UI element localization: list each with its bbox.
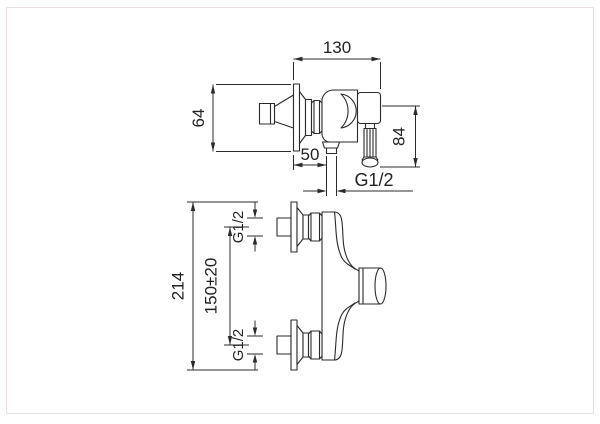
flange-taper-bottom bbox=[296, 324, 304, 366]
dim-outlet-offset: 50 bbox=[293, 145, 327, 170]
dim-handle-drop: 84 bbox=[380, 105, 420, 168]
knob-face bbox=[374, 267, 387, 305]
body-contour-bottom bbox=[333, 302, 356, 361]
cartridge-crescent bbox=[340, 93, 357, 129]
inlet-bottom bbox=[276, 319, 323, 371]
dim-inlet-centres-label: 150±20 bbox=[202, 258, 221, 315]
dim-inlet-thread-top-label: G1/2 bbox=[230, 211, 247, 244]
hex-nut-bottom bbox=[307, 330, 323, 360]
page-frame bbox=[6, 7, 594, 414]
dim-overall-width-label: 130 bbox=[323, 38, 351, 57]
dim-handle-label: 84 bbox=[390, 127, 409, 146]
flange-taper bbox=[298, 90, 307, 145]
body-front-block bbox=[356, 91, 382, 125]
lever-blade bbox=[273, 94, 295, 129]
flange-taper-top bbox=[296, 206, 304, 248]
flange-plate bbox=[292, 83, 301, 152]
dim-overall-height: 214 bbox=[169, 201, 258, 371]
flange-step-bottom bbox=[302, 332, 310, 358]
side-view: 130 64 50 84 bbox=[189, 38, 420, 196]
inlet-top bbox=[276, 201, 323, 253]
plan-view: 214 150±20 G1/2 bbox=[169, 201, 387, 371]
dim-inlet-thread-top: G1/2 bbox=[230, 202, 263, 252]
dim-inlet-centres: 150±20 bbox=[202, 226, 249, 346]
lever-knob bbox=[258, 102, 276, 125]
dim-flange-label: 64 bbox=[189, 109, 208, 128]
outlet-nut bbox=[321, 141, 341, 149]
inlet-nipple-bottom bbox=[276, 335, 292, 355]
dim-overall-height-label: 214 bbox=[169, 272, 188, 300]
hex-nut-top bbox=[307, 212, 323, 242]
outlet-thread-stub bbox=[325, 147, 338, 155]
body-contour-top bbox=[333, 211, 356, 270]
inlet-nipple-top bbox=[276, 217, 292, 237]
dim-inlet-thread-bottom-label: G1/2 bbox=[230, 329, 247, 362]
dim-outlet-thread: G1/2 bbox=[303, 156, 413, 196]
handle-cap bbox=[361, 157, 379, 168]
dim-outlet-thread-label: G1/2 bbox=[354, 170, 393, 190]
dim-overall-width: 130 bbox=[293, 38, 381, 89]
flange-step-top bbox=[302, 214, 310, 240]
dim-flange-diameter: 64 bbox=[189, 84, 291, 152]
dim-inlet-thread-bottom: G1/2 bbox=[230, 320, 263, 370]
hex-nut-side bbox=[310, 99, 323, 135]
flange-step bbox=[304, 98, 313, 137]
dim-outlet-offset-label: 50 bbox=[301, 145, 320, 164]
valve-body-plan bbox=[321, 211, 360, 361]
handle-stem bbox=[364, 122, 376, 130]
flange-plate-top bbox=[290, 201, 298, 253]
flange-plate-bottom bbox=[290, 319, 298, 371]
